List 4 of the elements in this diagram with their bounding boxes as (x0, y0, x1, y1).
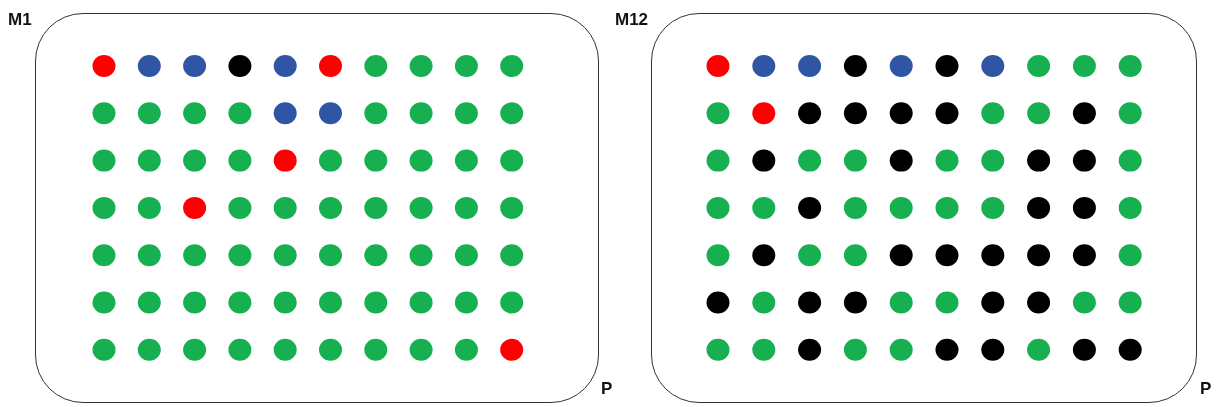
panel-title: M12 (615, 11, 649, 29)
corner-label: P (1200, 380, 1212, 398)
corner-label: P (601, 380, 613, 398)
panel-title: M1 (8, 11, 32, 29)
